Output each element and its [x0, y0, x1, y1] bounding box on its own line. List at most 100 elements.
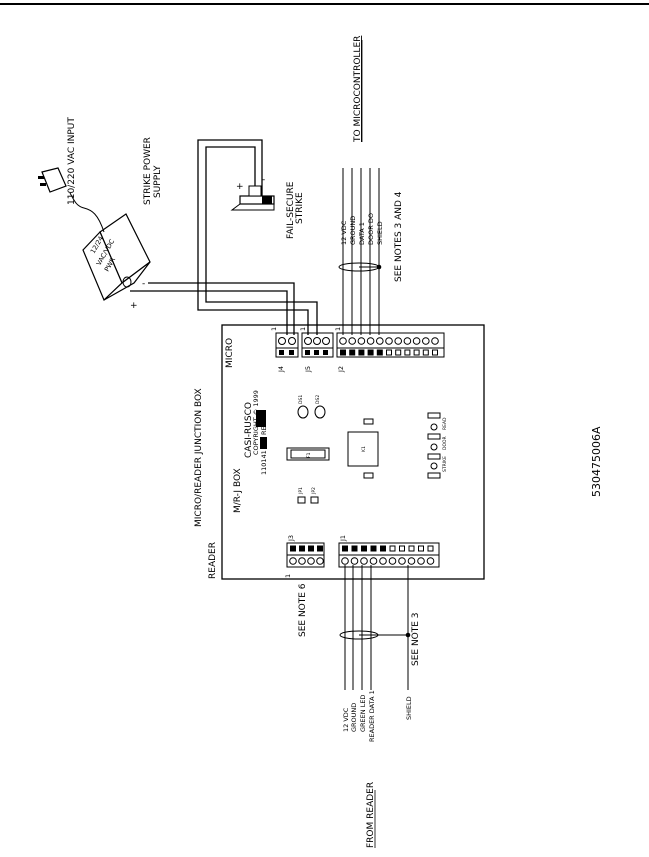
- micro-wire-12vdc: 12 VDC: [340, 220, 348, 245]
- terminal-screw: [341, 557, 349, 565]
- terminal-contact: [358, 349, 365, 356]
- reader-wire-ground: GROUND: [350, 703, 358, 732]
- reader-wire-green-led: GREEN LED: [359, 695, 367, 732]
- terminal-screw: [431, 337, 439, 345]
- terminal-contact: [418, 545, 424, 552]
- terminal-screw: [348, 337, 357, 345]
- terminal-screw: [316, 557, 324, 565]
- terminal-screw: [394, 337, 403, 345]
- strike-polarity-plus: +: [236, 182, 244, 192]
- terminal-contact: [299, 545, 305, 552]
- terminal-contact: [376, 349, 383, 356]
- terminal-screw: [422, 337, 430, 345]
- fuse-label: F1: [306, 452, 312, 458]
- board-tag-block: [256, 410, 266, 427]
- terminal-screw: [307, 557, 315, 565]
- terminal-contact: [317, 545, 323, 552]
- svg-text:READ: READ: [442, 417, 448, 430]
- terminal-screw: [417, 557, 425, 565]
- terminal-contact: [290, 545, 296, 552]
- terminal-screw: [398, 557, 406, 565]
- terminal-contact: [342, 545, 348, 552]
- board-components: DS1 DS2 F1 K1 JP1 JP2 READ DOOR STRIKE: [286, 395, 448, 504]
- terminal-screw: [289, 557, 297, 565]
- to-microcontroller-label: TO MICROCONTROLLER: [353, 36, 363, 143]
- relay-label: K1: [361, 446, 367, 452]
- terminal-screw: [407, 557, 416, 565]
- svg-text:DOOR: DOOR: [442, 436, 448, 450]
- terminal-contact: [408, 545, 415, 552]
- terminal-contact: [351, 545, 358, 552]
- svg-text:JP2: JP2: [311, 487, 317, 495]
- connector-label-j4: J4: [277, 366, 285, 373]
- strike-power-supply: 12/24 VAC/VDC PWR: [82, 213, 151, 302]
- board-rev-block: [260, 437, 267, 449]
- fail-secure-label-1: FAIL-SECURE: [286, 181, 296, 239]
- pin-one-j2: 1: [334, 327, 342, 331]
- reader-wire-shield: SHIELD: [405, 696, 413, 720]
- micro-wire-shield: SHIELD: [376, 221, 384, 245]
- reader-wires: [339, 565, 411, 690]
- terminal-contact: [413, 349, 420, 356]
- terminal-screw: [360, 557, 368, 565]
- reader-terminal-strip: [286, 542, 440, 568]
- pin-one-j5: 1: [299, 327, 307, 331]
- strike-power-label-2: SUPPLY: [153, 165, 163, 198]
- connector-label-j3: J3: [287, 535, 295, 542]
- terminal-screw: [385, 337, 393, 345]
- terminal-screw: [426, 557, 435, 565]
- terminal-contact: [308, 545, 314, 552]
- terminal-screw: [357, 337, 366, 345]
- terminal-contact: [370, 545, 377, 552]
- svg-text:DS2: DS2: [315, 395, 321, 404]
- terminal-contact: [427, 545, 434, 552]
- terminal-contact: [422, 349, 429, 356]
- board-label-reader: READER: [208, 542, 218, 579]
- terminal-screw: [298, 557, 306, 565]
- psu-plus: +: [130, 301, 138, 311]
- terminal-screw: [366, 337, 375, 345]
- connector-label-j2: J2: [337, 366, 345, 373]
- fail-secure-label-2: STRIKE: [295, 192, 305, 224]
- terminal-contact: [404, 349, 411, 356]
- terminal-screw: [369, 557, 378, 565]
- micro-wire-door: DOOR DO: [367, 213, 375, 245]
- terminal-screw: [388, 557, 397, 565]
- svg-text:JP1: JP1: [298, 487, 304, 495]
- micro-terminal-strip: [275, 332, 445, 358]
- strike-power-label-1: STRIKE POWER: [143, 137, 153, 205]
- board-label-micro: MICRO: [225, 338, 235, 368]
- psu-minus: -: [142, 279, 145, 289]
- svg-text:STRIKE: STRIKE: [442, 456, 448, 472]
- terminal-screw: [339, 337, 347, 345]
- pin-one-j3: 1: [284, 574, 292, 578]
- connector-label-j5: J5: [304, 366, 312, 373]
- micro-wire-ground: GROUND: [349, 216, 357, 245]
- terminal-screw: [412, 337, 421, 345]
- terminal-contact: [361, 545, 367, 552]
- box-title: MICRO/READER JUNCTION BOX: [194, 388, 204, 527]
- vac-input-label: 110/220 VAC INPUT: [67, 117, 77, 205]
- board-part-number: 110141: [260, 450, 268, 475]
- reader-wire-12vdc: 12 VDC: [342, 707, 350, 732]
- from-reader-label: FROM READER: [366, 782, 376, 848]
- terminal-contact: [367, 349, 374, 356]
- svg-text:DS1: DS1: [298, 395, 304, 404]
- strike-polarity-minus: -: [262, 175, 265, 185]
- terminal-contact: [386, 349, 392, 356]
- ac-plug: [38, 167, 105, 233]
- board-label-mrj: M/R-J BOX: [233, 468, 243, 513]
- strike-wiring: [130, 139, 318, 335]
- micro-wires: [338, 168, 382, 335]
- reader-note-3: SEE NOTE 3: [411, 612, 421, 666]
- terminal-contact: [389, 545, 396, 552]
- terminal-screw: [376, 337, 384, 345]
- terminal-screw: [350, 557, 359, 565]
- board-rev: REV: [260, 421, 268, 435]
- reader-note-6: SEE NOTE 6: [298, 583, 308, 637]
- reader-wire-data1: READER DATA 1: [368, 690, 376, 742]
- terminal-contact: [380, 545, 386, 552]
- terminal-contact: [395, 349, 402, 356]
- board-brand: CASI-RUSCO: [244, 402, 254, 458]
